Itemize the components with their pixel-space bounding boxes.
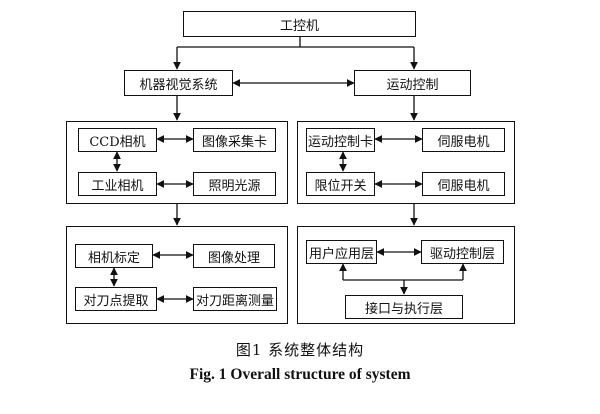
limit-switch-node: 限位开关 [306,172,375,196]
servo-motor-node-2: 伺服电机 [422,172,505,196]
ccd-camera-node: CCD相机 [78,128,157,152]
motion-control-card-node: 运动控制卡 [306,128,375,152]
tool-distance-measurement-node: 对刀距离测量 [193,287,277,311]
driver-control-layer-node: 驱动控制层 [421,240,504,264]
industrial-pc-node: 工控机 [183,11,416,37]
frame-grabber-node: 图像采集卡 [193,128,276,152]
tool-point-extraction-node: 对刀点提取 [75,287,157,311]
motion-hardware-group [297,121,515,204]
motion-control-node: 运动控制 [354,70,471,96]
industrial-camera-node: 工业相机 [78,172,157,196]
servo-motor-node: 伺服电机 [422,128,505,152]
user-application-layer-node: 用户应用层 [306,240,377,264]
image-processing-group [66,226,288,324]
figure-caption-chinese: 图1 系统整体结构 [235,341,365,359]
interface-execution-layer-node: 接口与执行层 [345,295,463,319]
lighting-source-node: 照明光源 [193,172,276,196]
figure-caption-english: Fig. 1 Overall structure of system [189,366,411,383]
image-processing-node: 图像处理 [193,244,275,268]
machine-vision-node: 机器视觉系统 [124,70,233,96]
software-layers-group [297,226,515,324]
vision-hardware-group [66,121,288,204]
camera-calibration-node: 相机标定 [75,244,153,268]
